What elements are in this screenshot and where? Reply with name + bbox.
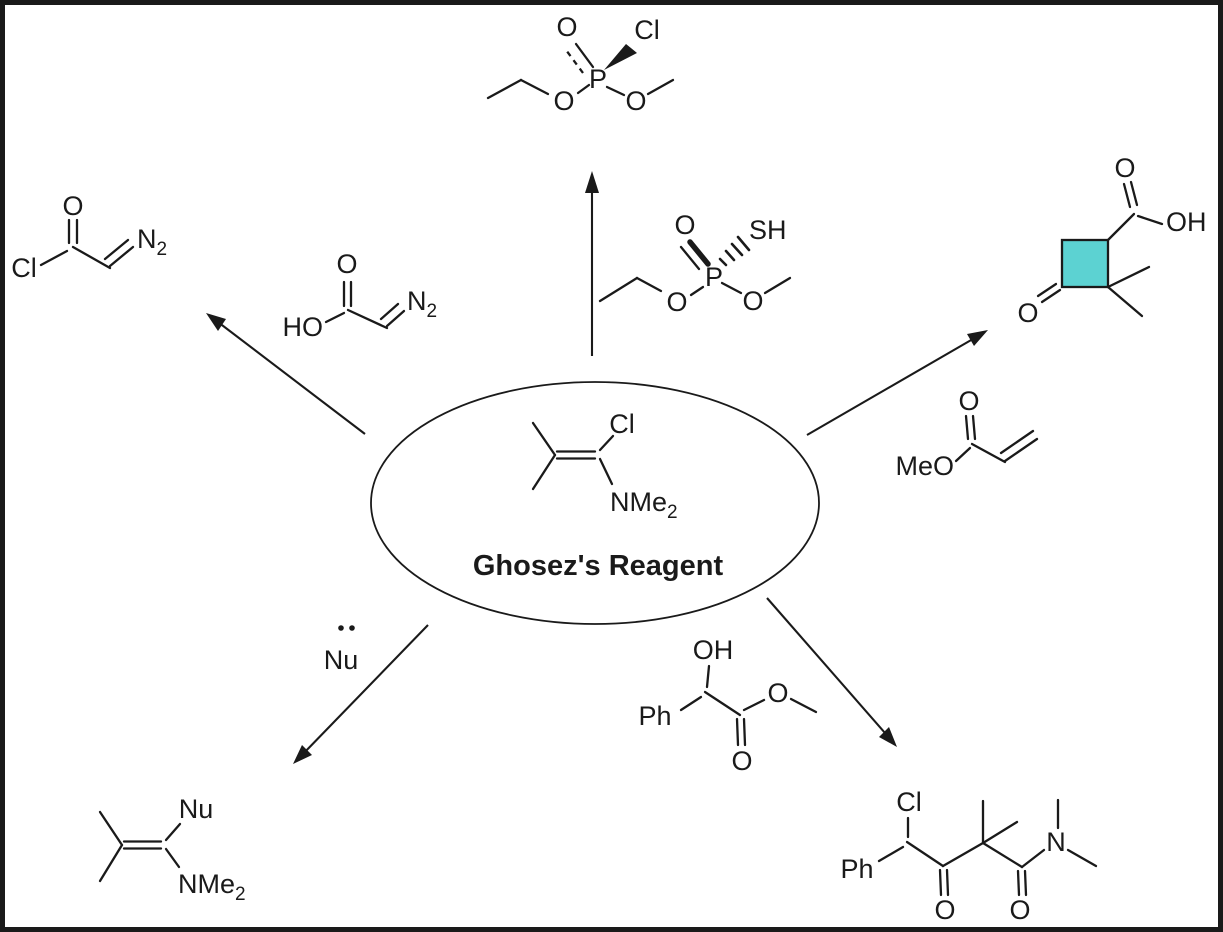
atom-label-o: O <box>625 86 646 116</box>
molecule-chloro-ketoamide: Cl Ph N O O <box>840 787 1098 925</box>
arrow-bottom-right <box>766 597 897 747</box>
atom-label-p: P <box>705 262 723 292</box>
atom-label-ph: Ph <box>840 854 873 884</box>
molecule-cyclobutanone-acid: O OH O <box>1017 153 1206 328</box>
atom-label-o: O <box>336 249 357 279</box>
atom-label-o: O <box>62 191 83 221</box>
bonds <box>954 414 1039 464</box>
bonds <box>598 235 792 303</box>
atom-label-oh: OH <box>693 635 734 665</box>
bonds <box>679 664 818 747</box>
nucleophile-label: Nu <box>324 625 359 675</box>
lone-pair-dot <box>349 625 355 631</box>
atom-label-o: O <box>666 287 687 317</box>
atom-label-o: O <box>1114 153 1135 183</box>
atom-label-nme2: NMe2 <box>178 869 246 905</box>
bonds <box>1036 180 1164 318</box>
atom-label-n2: N2 <box>407 286 437 322</box>
atom-label-cl: Cl <box>609 409 635 439</box>
atom-label-o: O <box>553 86 574 116</box>
bonds <box>98 810 182 883</box>
bonds <box>39 218 135 270</box>
arrow-bottom-left <box>293 624 429 764</box>
center-title: Ghosez's Reagent <box>473 550 724 582</box>
arrow-top-left <box>206 313 366 435</box>
atom-label-o: O <box>674 210 695 240</box>
atom-label-nme2: NMe2 <box>610 487 678 523</box>
atom-label-o: O <box>1017 298 1038 328</box>
atom-label-n: N <box>1046 827 1066 857</box>
lone-pair-dot <box>338 625 344 631</box>
molecule-phosphorochloridate-product: O Cl P O O <box>486 12 675 116</box>
molecule-diazoacetic-acid: O HO N2 <box>283 249 438 342</box>
atom-label-ho: HO <box>283 312 324 342</box>
molecule-nu-adduct: Nu NMe2 <box>98 794 246 905</box>
arrow-top <box>585 171 599 356</box>
atom-label-cl: Cl <box>896 787 922 817</box>
atom-label-o: O <box>731 746 752 776</box>
atom-label-sh: SH <box>749 215 787 245</box>
atom-label-p: P <box>589 64 607 94</box>
atom-label-o: O <box>958 386 979 416</box>
bonds <box>877 798 1098 897</box>
atom-label-cl: Cl <box>11 253 37 283</box>
arrow-top-right <box>806 330 988 436</box>
molecule-methyl-mandelate: OH Ph O O <box>638 635 818 776</box>
atom-label-n2: N2 <box>137 224 167 260</box>
molecule-thiophosphate-reagent: O SH P O O <box>598 210 792 317</box>
molecule-methyl-acrylate: O MeO <box>895 386 1039 481</box>
atom-label-o: O <box>742 286 763 316</box>
atom-label-cl: Cl <box>634 15 660 45</box>
atom-label-nu: Nu <box>179 794 214 824</box>
bonds <box>531 421 615 491</box>
atom-label-meo: MeO <box>895 451 954 481</box>
bonds <box>486 42 675 100</box>
atom-label-oh: OH <box>1166 207 1207 237</box>
atom-label-ph: Ph <box>638 701 671 731</box>
atom-label-o: O <box>556 12 577 42</box>
atom-label-nu: Nu <box>324 645 359 675</box>
atom-label-o: O <box>1009 895 1030 925</box>
atom-label-o: O <box>767 678 788 708</box>
atom-label-o: O <box>934 895 955 925</box>
cyclobutane-ring-highlight <box>1060 238 1110 289</box>
molecule-diazoacetyl-chloride: O Cl N2 <box>11 191 167 283</box>
molecule-ghosez-reagent: Cl NMe2 Ghosez's Reagent <box>370 381 820 625</box>
center-ellipse <box>370 381 820 625</box>
bonds <box>324 280 406 330</box>
